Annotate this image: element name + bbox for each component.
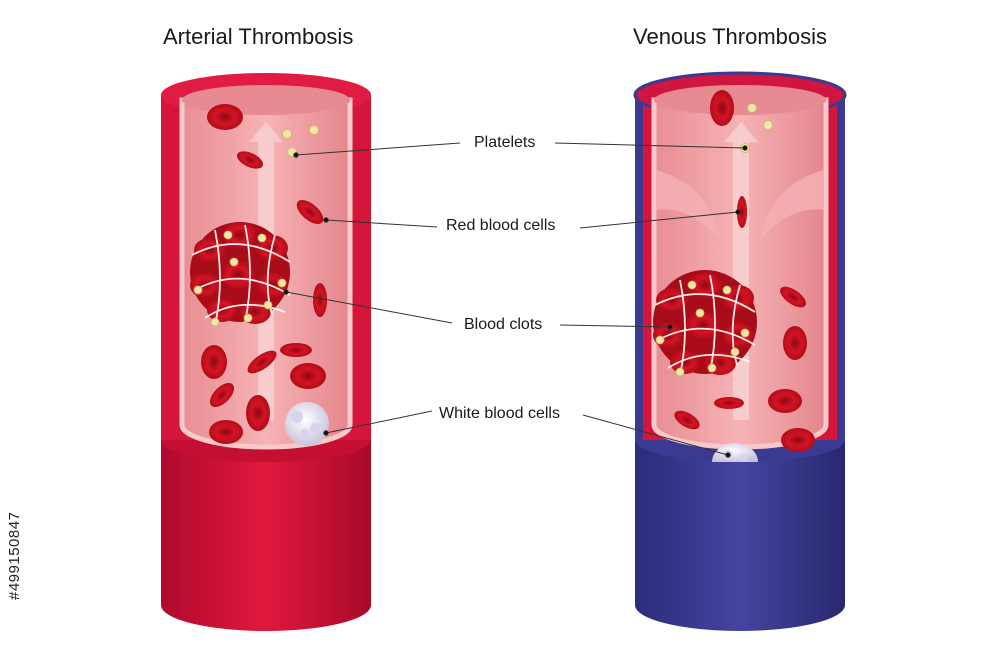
vein-white-blood-cell: [712, 443, 758, 462]
vein-red-blood-cells: [674, 90, 815, 452]
leader-lines: [283, 142, 748, 458]
white-blood-cells-label: White blood cells: [439, 405, 560, 422]
stock-id: #499150847: [6, 511, 23, 600]
artery-white-blood-cell: [285, 402, 329, 446]
blood-clots-label: Blood clots: [464, 316, 543, 333]
red-blood-cells-label: Red blood cells: [446, 217, 556, 234]
artery-platelets: [282, 125, 319, 157]
arterial-thrombosis-title: Arterial Thrombosis: [163, 24, 354, 49]
platelets-label: Platelets: [474, 134, 536, 151]
vein-blood-clot: [653, 270, 757, 377]
artery-red-blood-cells: [201, 104, 327, 444]
venous-thrombosis-title: Venous Thrombosis: [633, 24, 828, 49]
artery-blood-clot: [190, 222, 291, 327]
